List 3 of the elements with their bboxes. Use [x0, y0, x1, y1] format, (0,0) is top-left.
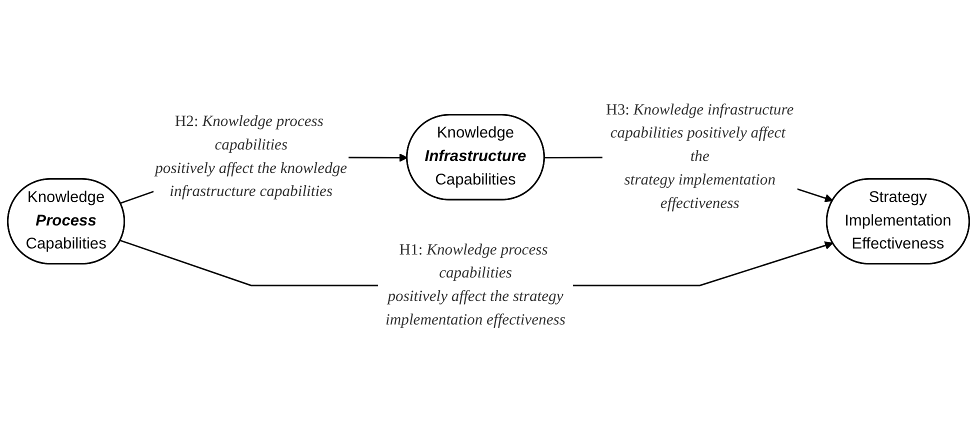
edge-label: H1: Knowledge process capabilities positively affect the strategy implementation effectiveness: [386, 242, 566, 328]
edge-label: H3: Knowledge infrastructure capabilities positively affect the strategy implementation effectiveness: [606, 102, 794, 212]
edge-label: H2: Knowledge process capabilities positively affect the knowledge infrastructure capabilities: [155, 113, 348, 200]
